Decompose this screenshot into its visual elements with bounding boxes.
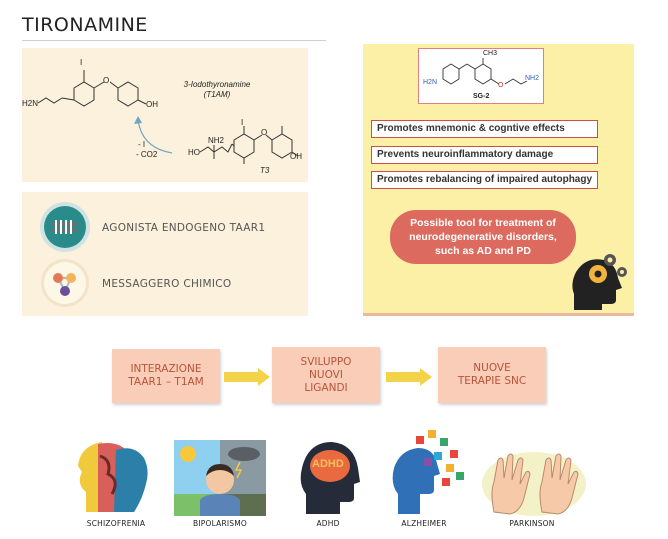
sg2-effect-autophagy: Promotes rebalancing of impaired autopha… bbox=[371, 171, 598, 189]
t3-amine-label: NH2 bbox=[208, 136, 225, 145]
molecule-icon bbox=[44, 262, 86, 304]
flow-step-interaction: INTERAZIONE TAAR1 – T1AM bbox=[112, 349, 220, 403]
reaction-minus-iodine: - I bbox=[138, 140, 146, 149]
t1am-name: 3-Iodothyronamine bbox=[183, 80, 251, 89]
t3-label: T3 bbox=[260, 166, 270, 175]
sg2-o-label: O bbox=[498, 82, 504, 89]
sg2-structure bbox=[442, 58, 528, 85]
condition-label-alzheimer: ALZHEIMER bbox=[401, 519, 447, 528]
sg2-structure-box: CH3 H2N O NH2 SG-2 bbox=[418, 48, 544, 104]
condition-label-schizophrenia: SCHIZOFRENIA bbox=[86, 519, 146, 528]
alzheimer-icon bbox=[388, 428, 468, 514]
t1am-iodine-label: I bbox=[80, 58, 83, 67]
flow-step-new-ligands: SVILUPPO NUOVI LIGANDI bbox=[272, 347, 380, 403]
receptor-icon bbox=[44, 206, 86, 248]
reaction-minus-co2: - CO2 bbox=[136, 150, 158, 159]
parkinson-icon bbox=[480, 442, 588, 518]
brain-gears-icon bbox=[568, 244, 630, 310]
t3-iodine-label: I bbox=[241, 118, 244, 127]
sg2-h2n-label: H2N bbox=[423, 79, 438, 86]
flow-arrow-2 bbox=[386, 368, 432, 391]
sg2-ch3-label: CH3 bbox=[483, 50, 498, 57]
adhd-icon: ADHD bbox=[298, 438, 360, 514]
chemistry-panel: I O H2N OH 3-Iodothyronamine (T1AM) - I … bbox=[22, 48, 308, 182]
sg2-nh2-label: NH2 bbox=[525, 75, 540, 82]
sg2-effect-cognitive: Promotes mnemonic & cogntive effects bbox=[371, 120, 598, 138]
t1am-abbreviation: (T1AM) bbox=[203, 90, 231, 99]
condition-label-adhd: ADHD bbox=[316, 519, 340, 528]
bipolar-icon bbox=[174, 440, 266, 516]
sg2-conclusion: Possible tool for treatment of neurodege… bbox=[390, 210, 576, 264]
role-label-messenger: MESSAGGERO CHIMICO bbox=[102, 278, 232, 290]
t1am-t3-structures bbox=[37, 70, 299, 164]
t3-hydroxyl-label: OH bbox=[290, 152, 302, 161]
t3-oxygen-label: O bbox=[261, 128, 268, 137]
condition-label-bipolar: BIPOLARISMO bbox=[192, 519, 248, 528]
schizophrenia-icon bbox=[72, 440, 162, 512]
flow-step-new-therapies: NUOVE TERAPIE SNC bbox=[438, 347, 546, 403]
t3-ho-label: HO bbox=[188, 148, 200, 157]
role-label-taar1: AGONISTA ENDOGENO TAAR1 bbox=[102, 222, 266, 234]
sg2-name: SG-2 bbox=[473, 93, 490, 100]
t1am-amine-label: H2N bbox=[22, 99, 39, 108]
flow-arrow-1 bbox=[224, 368, 270, 391]
t1am-oxygen-label: O bbox=[103, 76, 110, 85]
t1am-hydroxyl-label: OH bbox=[146, 100, 158, 109]
page-title: TIRONAMINE bbox=[22, 14, 148, 36]
condition-label-parkinson: PARKINSON bbox=[509, 519, 555, 528]
adhd-icon-text: ADHD bbox=[312, 458, 344, 470]
title-divider bbox=[22, 40, 326, 41]
roles-panel: AGONISTA ENDOGENO TAAR1 MESSAGGERO CHIMI… bbox=[22, 192, 308, 316]
sg2-effect-neuroinflammation: Prevents neuroinflammatory damage bbox=[371, 146, 598, 164]
